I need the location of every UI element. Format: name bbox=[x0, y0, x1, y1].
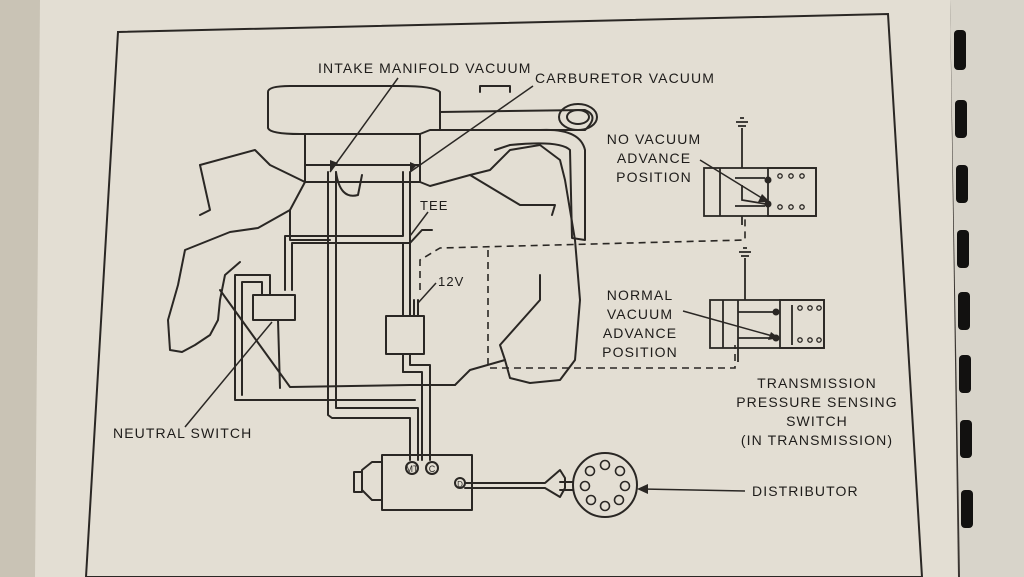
solenoid bbox=[385, 315, 425, 355]
air-cleaner bbox=[267, 85, 441, 135]
wiring bbox=[419, 215, 746, 369]
label-normal-vacuum-advance: NORMAL VACUUM ADVANCE POSITION bbox=[590, 286, 690, 362]
label-line: (IN TRANSMISSION) bbox=[740, 432, 894, 448]
neutral-switch-body bbox=[252, 294, 296, 321]
label-neutral-switch: NEUTRAL SWITCH bbox=[113, 425, 253, 441]
spiral-binding bbox=[954, 30, 973, 528]
carburetor-vacuum-line bbox=[284, 171, 404, 291]
label-12v: 12V bbox=[438, 274, 465, 289]
figure-border bbox=[84, 12, 924, 577]
label-line: SWITCH bbox=[786, 413, 848, 429]
port-c bbox=[425, 461, 439, 475]
label-no-vacuum-advance: NO VACUUM ADVANCE POSITION bbox=[598, 130, 710, 187]
switch-no-vacuum-advance bbox=[703, 117, 817, 225]
label-line: ADVANCE bbox=[602, 325, 678, 341]
label-line: POSITION bbox=[616, 169, 692, 185]
port-d-label: D bbox=[457, 480, 463, 489]
port-mt-label: MT bbox=[406, 464, 419, 474]
distributor-cap bbox=[572, 452, 638, 518]
label-line: POSITION bbox=[602, 344, 678, 360]
label-line: ADVANCE bbox=[616, 150, 692, 166]
port-c-label: C bbox=[429, 464, 436, 474]
switch-normal-vacuum-advance bbox=[709, 247, 825, 362]
engine-right-head bbox=[419, 144, 581, 384]
snorkel-opening bbox=[558, 103, 598, 131]
page-paper bbox=[0, 0, 958, 577]
label-line: NORMAL bbox=[606, 287, 674, 303]
label-transmission-switch: TRANSMISSION PRESSURE SENSING SWITCH (IN… bbox=[722, 374, 912, 450]
manifold-vacuum-line bbox=[327, 171, 411, 461]
label-line: TRANSMISSION bbox=[757, 375, 877, 391]
label-tee: TEE bbox=[420, 198, 449, 213]
label-line: VACUUM bbox=[606, 306, 674, 322]
leader-lines bbox=[184, 77, 777, 492]
label-line: NO VACUUM bbox=[606, 131, 702, 147]
engine-left-head bbox=[167, 149, 306, 353]
label-distributor: DISTRIBUTOR bbox=[752, 483, 859, 499]
next-page-edge bbox=[950, 0, 1024, 577]
port-mt bbox=[405, 461, 419, 475]
label-line: PRESSURE SENSING bbox=[736, 394, 898, 410]
label-intake-manifold-vacuum: INTAKE MANIFOLD VACUUM bbox=[318, 60, 532, 76]
carburetor-base bbox=[304, 133, 421, 166]
label-carburetor-vacuum: CARBURETOR VACUUM bbox=[535, 70, 715, 86]
page-gutter bbox=[0, 0, 40, 577]
